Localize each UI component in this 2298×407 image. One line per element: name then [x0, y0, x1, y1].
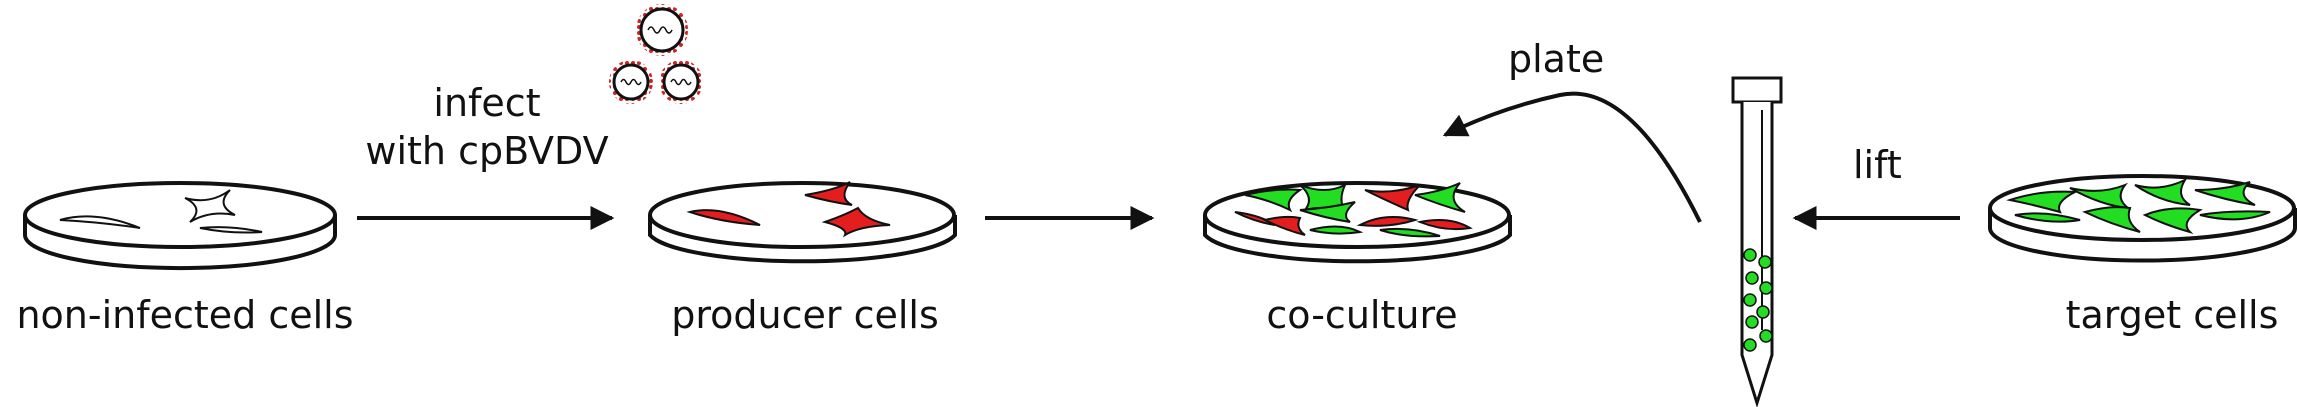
target-cell: [2194, 181, 2256, 206]
target-cell: [1299, 201, 1356, 223]
label-co-culture: co-culture: [1266, 293, 1458, 337]
virus-particle-icon: [609, 60, 653, 104]
infected-cell: [1356, 215, 1419, 227]
label-plate: plate: [1508, 37, 1605, 81]
infected-cell: [821, 206, 891, 238]
infected-cell: [804, 181, 853, 206]
petri-dish-non-infected: [23, 181, 337, 271]
target-cell: [2006, 190, 2079, 214]
centrifuge-tube-icon: [1731, 76, 1783, 407]
target-cell: [2069, 182, 2132, 210]
label-infect-line1: infect: [433, 81, 541, 125]
infected-cell: [1262, 215, 1306, 236]
target-cell: [1244, 188, 1303, 213]
target-cell: [2199, 210, 2271, 221]
target-cell: [2082, 206, 2141, 233]
label-target-cells: target cells: [2065, 293, 2279, 337]
label-infect-line2: with cpBVDV: [365, 128, 609, 173]
arrow-plate: [1442, 91, 1702, 223]
label-producer-cells: producer cells: [671, 293, 939, 337]
infected-cell: [1364, 184, 1421, 212]
label-lift: lift: [1853, 143, 1902, 187]
virus-particle-icon: [659, 60, 703, 104]
target-cell: [1414, 182, 1466, 213]
label-non-infected-cells: non-infected cells: [16, 293, 354, 337]
target-cell: [2014, 212, 2081, 223]
infected-cell: [1416, 219, 1473, 231]
target-cell: [1379, 227, 1441, 238]
infected-cell: [686, 209, 761, 226]
target-cell: [1309, 225, 1364, 235]
petri-dish-producer: [648, 181, 957, 264]
label-infect: infect with cpBVDV: [365, 80, 608, 175]
target-cell: [2134, 177, 2191, 206]
cell-outline: [59, 189, 263, 234]
petri-dish-target: [1988, 174, 2297, 263]
cell-pellet: [1743, 248, 1773, 352]
petri-dish-coculture: [1203, 181, 1512, 264]
target-cell: [2142, 207, 2203, 234]
virus-particle-icon: [636, 4, 688, 56]
